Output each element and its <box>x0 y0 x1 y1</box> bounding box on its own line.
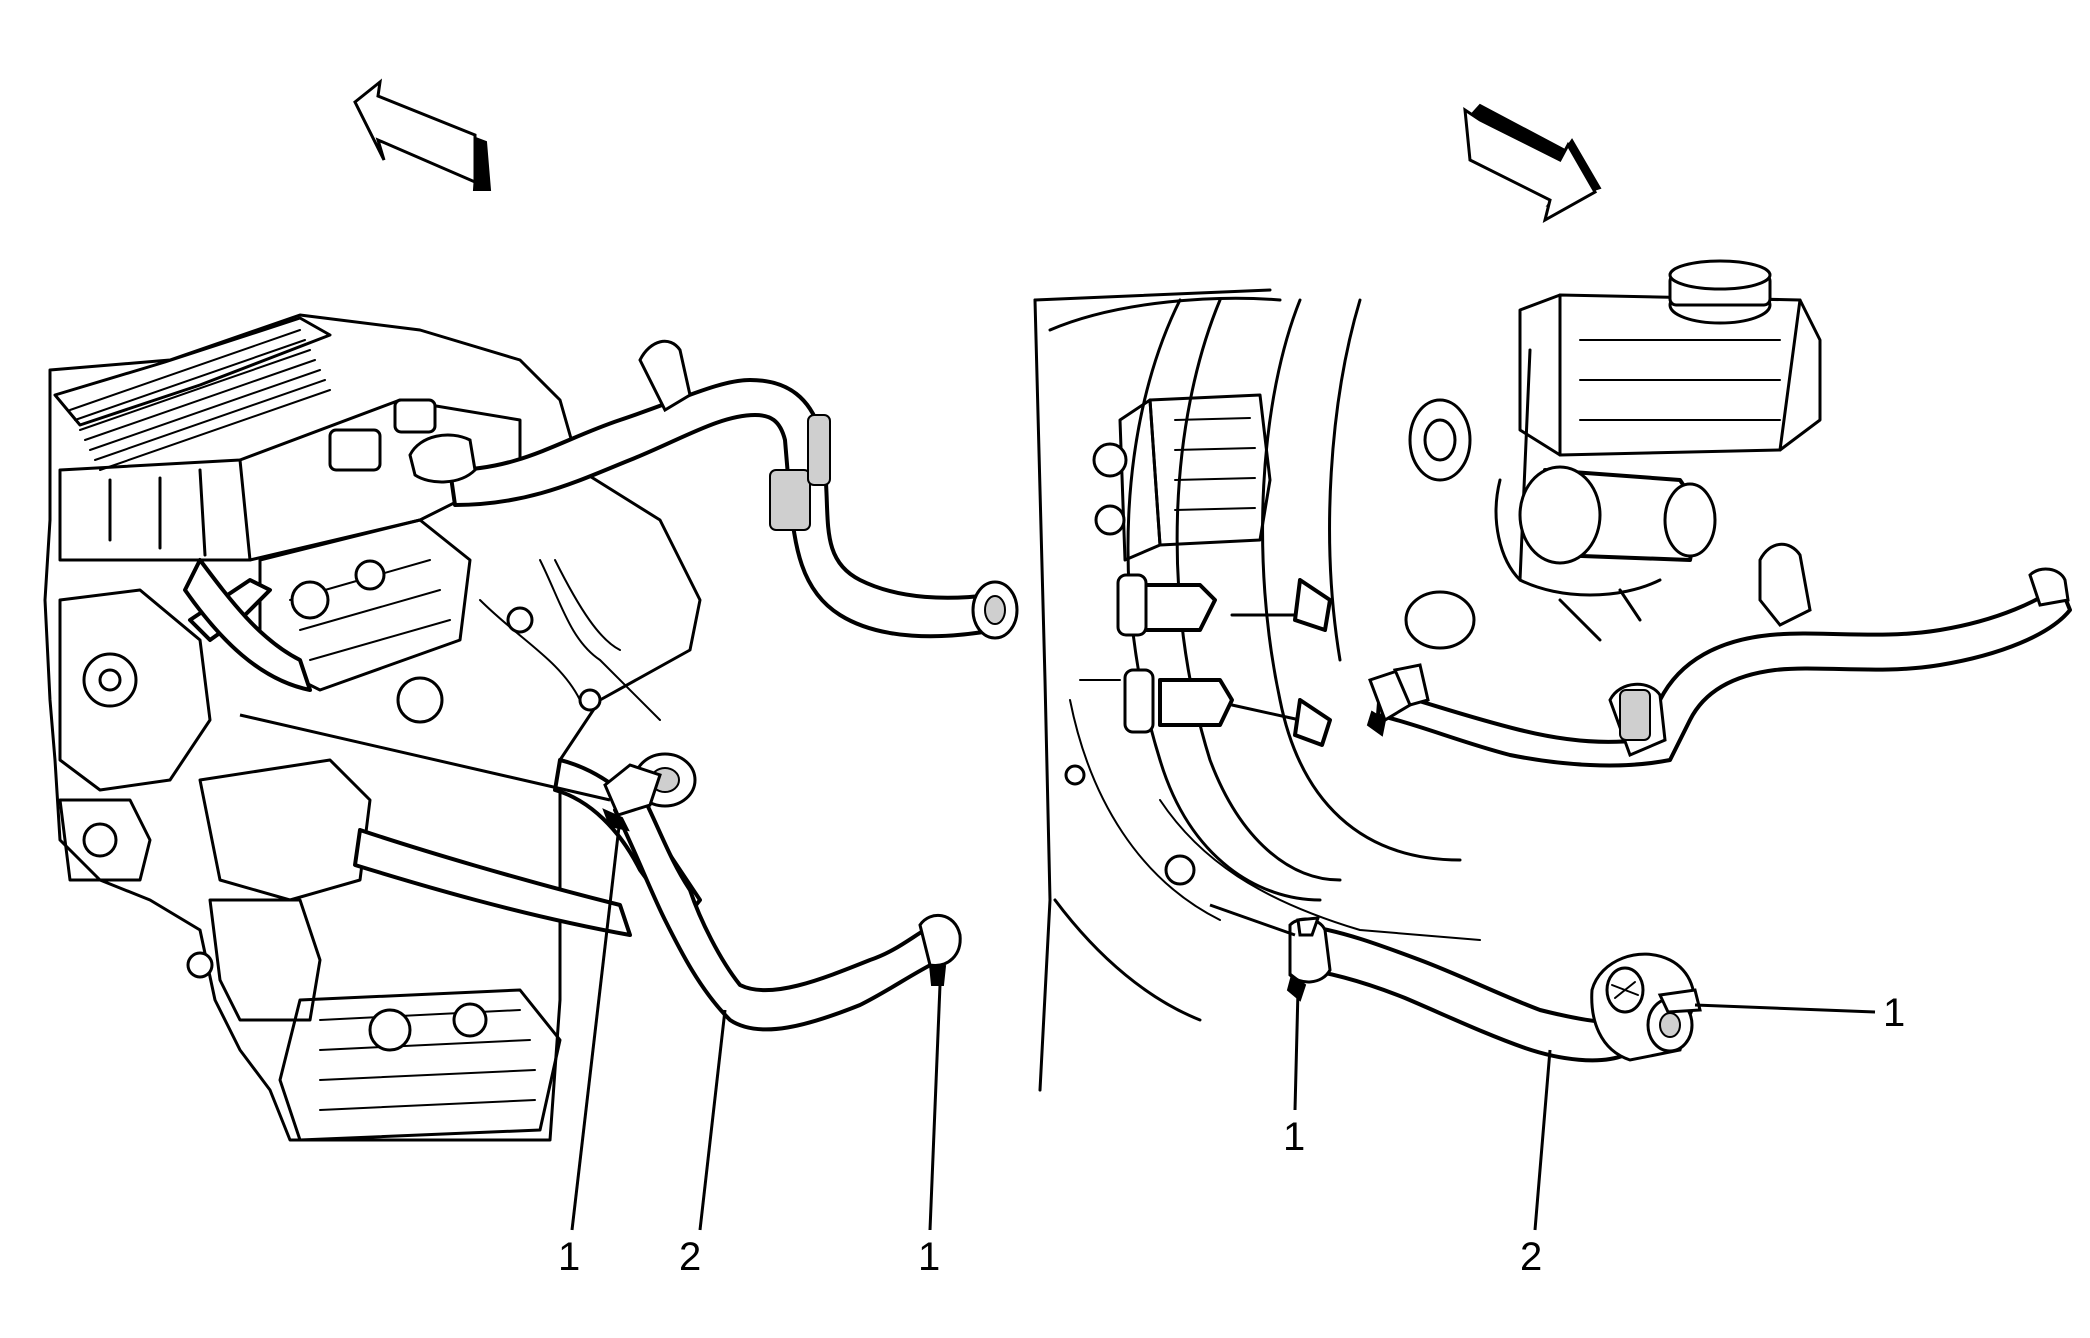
left-hose-clamp-lower <box>918 913 962 986</box>
leader-line-left-clamp-b <box>928 984 942 1231</box>
callout-left-clamp-b: 1 <box>918 1235 940 1279</box>
left-heater-hose-2 <box>613 752 942 1032</box>
right-firewall-view <box>1033 259 1822 1092</box>
left-hose-clamp-upper <box>602 763 662 832</box>
right-upper-clamp <box>1366 663 1430 737</box>
leader-line-right-clamp-a <box>1293 989 1300 1111</box>
right-heater-hose-2 <box>1293 923 1702 1063</box>
leader-line-left-hose <box>698 1009 727 1231</box>
left-upper-heater-hose <box>408 339 1019 640</box>
direction-arrow-right-panel <box>1463 103 1602 224</box>
leader-line-right-long <box>1209 903 1296 937</box>
right-upper-heater-hose <box>1376 542 2072 768</box>
leader-line-left-long <box>239 713 611 802</box>
callout-right-clamp-a: 1 <box>1283 1115 1305 1159</box>
right-hose-clamp-lower <box>1286 916 1332 1002</box>
leader-line-right-clamp-b <box>1694 1003 1876 1014</box>
callout-right-clamp-b: 1 <box>1883 991 1905 1035</box>
callout-left-hose: 2 <box>679 1235 701 1279</box>
direction-arrow-left-panel <box>353 78 492 191</box>
leader-line-left-clamp-a <box>570 817 622 1231</box>
callout-left-clamp-a: 1 <box>558 1235 580 1279</box>
callout-right-hose: 2 <box>1520 1235 1542 1279</box>
leader-line-right-hose <box>1533 1049 1552 1231</box>
